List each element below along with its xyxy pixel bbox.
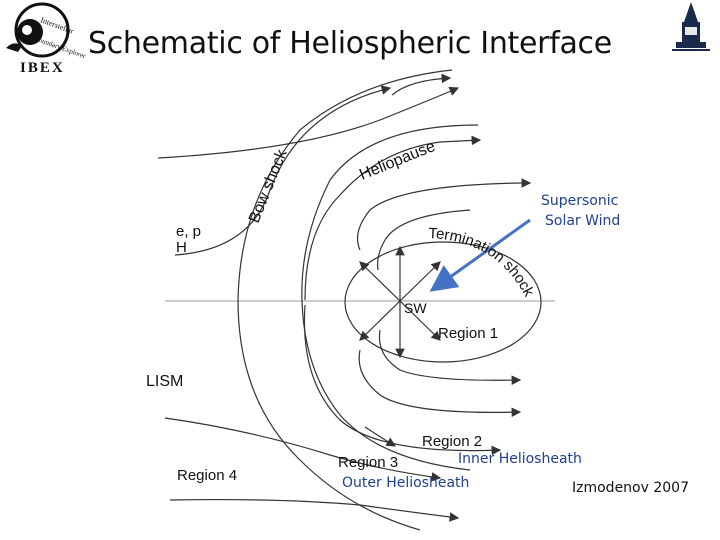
label-region1: Region 1 xyxy=(438,325,498,342)
bow-shock-curve xyxy=(237,69,453,531)
label-sw: SW xyxy=(404,300,427,316)
streamline-outer-2 xyxy=(174,85,392,256)
streamline-inner-1 xyxy=(357,182,521,251)
annotation-inner-heliosheath: Inner Heliosheath xyxy=(458,451,582,467)
streamline-upper-3 xyxy=(304,135,482,301)
solar-wind-arrows xyxy=(359,245,441,359)
supersonic-pointer-arrow xyxy=(429,218,531,292)
label-termination-shock: Termination shock xyxy=(428,225,538,300)
annotation-outer-heliosheath: Outer Heliosheath xyxy=(342,475,470,491)
label-bow-shock: Bow shock xyxy=(246,146,291,225)
streamline-lower-5 xyxy=(169,498,460,522)
label-region2: Region 2 xyxy=(422,433,482,450)
label-region4: Region 4 xyxy=(177,467,237,484)
termination-shock-ellipse xyxy=(344,241,542,363)
logo-wordmark: IBEX xyxy=(20,60,65,76)
streamline-outer-1 xyxy=(157,86,460,159)
streamline-lower-1 xyxy=(358,349,522,418)
annotation-supersonic: Supersonic xyxy=(541,193,619,209)
ibex-logo: Interstellar Boundary Explorer IBEX xyxy=(0,0,92,78)
annotation-solar-wind: Solar Wind xyxy=(545,213,621,229)
label-ep: e, p xyxy=(176,223,201,240)
label-h: H xyxy=(176,239,187,256)
heliopause-curve xyxy=(301,124,479,471)
slide-title: Schematic of Heliospheric Interface xyxy=(88,26,612,61)
streamline-inner-2 xyxy=(377,209,471,271)
citation: Izmodenov 2007 xyxy=(572,480,689,496)
label-heliopause: Heliopause xyxy=(357,138,438,184)
streamline-lower-4 xyxy=(164,417,442,482)
streamline-lower-2 xyxy=(378,329,522,385)
label-region3: Region 3 xyxy=(338,454,398,471)
label-lism: LISM xyxy=(146,373,183,390)
streamline-outer-2b xyxy=(391,73,452,96)
institution-logo xyxy=(668,0,714,56)
streamline-lower-3 xyxy=(303,304,502,456)
